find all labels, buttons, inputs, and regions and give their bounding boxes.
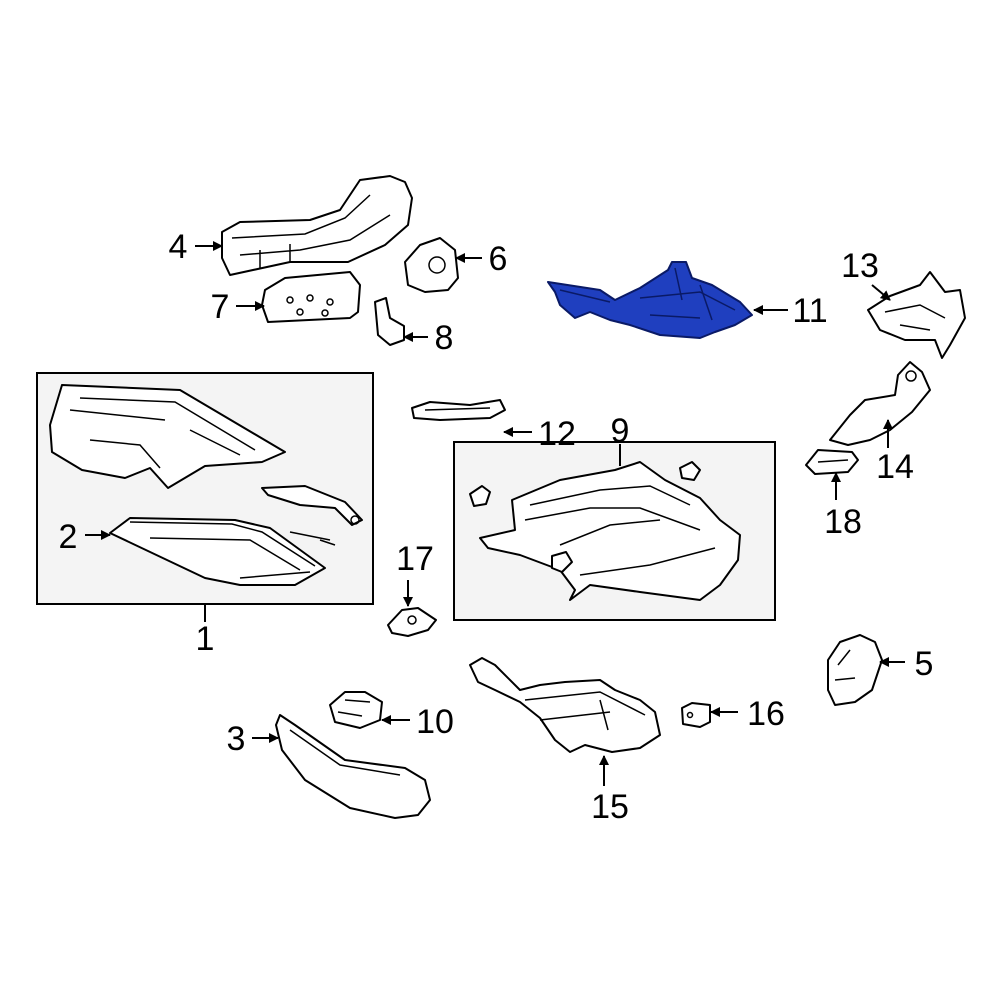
callout-3: 3 [227,720,246,758]
part-bracket-assembly[interactable] [867,271,966,359]
part-cushion-mat[interactable] [109,517,336,586]
part-rail-cover[interactable] [411,399,506,421]
callout-6: 6 [489,240,508,278]
part-lower-frame[interactable] [469,657,661,753]
callout-16: 16 [747,695,785,733]
part-clip[interactable] [387,607,437,637]
callout-14: 14 [876,448,914,486]
part-small-block[interactable] [681,702,711,728]
part-recliner-cover[interactable] [404,237,459,293]
callout-7: 7 [211,288,230,326]
callout-11: 11 [792,292,827,330]
part-seat-cushion-pad[interactable] [49,384,363,526]
callout-4: 4 [169,228,188,266]
part-cover[interactable] [827,634,883,706]
callout-10: 10 [416,703,454,741]
callout-2: 2 [59,518,78,556]
part-switch-latch[interactable] [329,691,383,729]
callout-8: 8 [435,319,454,357]
part-side-shield[interactable] [275,714,431,819]
callout-17: 17 [396,540,434,578]
callout-5: 5 [915,645,934,683]
part-bracket-14[interactable] [829,361,931,446]
callout-9: 9 [611,412,630,450]
callout-12: 12 [538,415,576,453]
part-adjuster-frame-highlighted[interactable] [547,261,753,339]
callout-1: 1 [196,620,215,658]
part-switch-bezel[interactable] [261,271,361,323]
part-side-frame[interactable] [221,175,413,276]
callout-15: 15 [591,788,629,826]
part-bracket[interactable] [374,297,405,346]
callout-13: 13 [841,247,879,285]
part-small-cover[interactable] [805,449,859,475]
part-seat-track-frame[interactable] [469,461,741,601]
callout-18: 18 [824,503,862,541]
leader-13 [871,284,891,301]
